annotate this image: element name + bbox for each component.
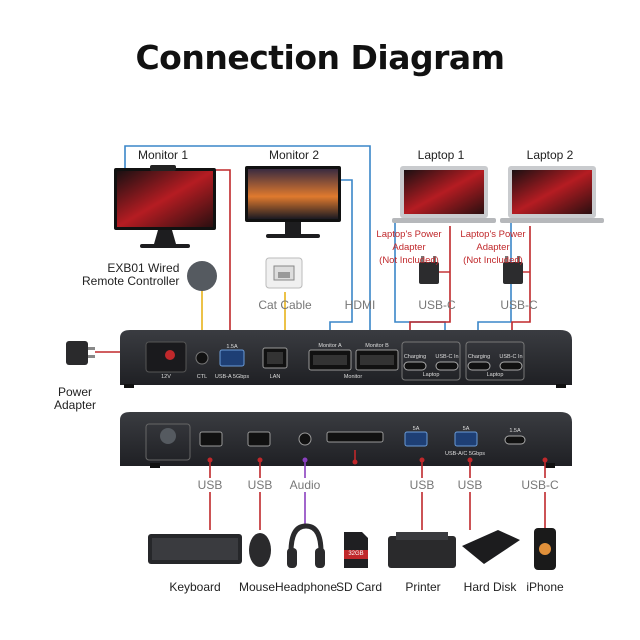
port-label-usb-ac: USB-A/C 5Gbps: [444, 451, 486, 457]
power-adapter-label: Power Adapter: [53, 385, 97, 412]
port-label-laptop-1: Laptop: [422, 372, 440, 378]
port-label-12v: 12V: [161, 374, 171, 380]
monitor1-image: [114, 165, 216, 248]
device-label-hard-disk: Hard Disk: [463, 580, 517, 594]
port-label-usbc-in-1: USB-C In: [435, 354, 459, 360]
usbc-cable-label-1: USB-C: [418, 298, 456, 312]
port-label-usba: USB-A 5Gbps: [214, 374, 250, 380]
keyboard-image: [148, 534, 242, 564]
bottom-cable-label-usb-3: USB: [407, 478, 437, 492]
sd-card-capacity: 32GB: [348, 551, 364, 557]
port-label-5a-2: 5A: [462, 426, 470, 432]
hard-disk-image: [462, 530, 520, 564]
laptop2-label: Laptop 2: [526, 148, 574, 162]
port-label-usbc-in-2: USB-C In: [499, 354, 523, 360]
device-label-printer: Printer: [405, 580, 441, 594]
cat-cable-icon: [265, 257, 303, 289]
remote-controller-image: [187, 261, 217, 291]
port-label-ctl: CTL: [196, 374, 208, 380]
laptop2-power-adapter-image: [503, 256, 530, 284]
headphone-image: [287, 523, 325, 568]
laptop2-power-note: Laptop's Power Adapter (Not Included): [460, 229, 526, 266]
laptop1-power-adapter-image: [419, 256, 450, 284]
hub-rear-panel: [120, 330, 572, 388]
port-label-1-5a: 1.5A: [509, 428, 521, 434]
port-label-charging-1: Charging: [403, 354, 427, 360]
port-label-charging-2: Charging: [467, 354, 491, 360]
bottom-cable-label-usb-1: USB: [195, 478, 225, 492]
cat-cable-label: Cat Cable: [258, 298, 312, 312]
mouse-image: [249, 533, 271, 567]
port-label-monitor-b: Monitor B: [365, 343, 389, 349]
monitor2-image: [245, 166, 341, 238]
laptop1-power-note: Laptop's Power Adapter (Not Included): [376, 229, 442, 266]
hub-front-panel: [120, 412, 572, 468]
iphone-image: [534, 528, 556, 570]
hdmi-cable-label: HDMI: [344, 298, 376, 312]
device-label-sd-card: SD Card: [335, 580, 383, 594]
laptop1-image: [392, 166, 496, 223]
diagram-title: Connection Diagram: [135, 38, 505, 77]
usbc-cable-label-2: USB-C: [500, 298, 538, 312]
device-label-mouse: Mouse: [238, 580, 276, 594]
monitor1-label: Monitor 1: [137, 148, 189, 162]
laptop2-image: [500, 166, 604, 223]
port-label-monitor: Monitor: [343, 374, 363, 380]
monitor1-usb-cable: [216, 169, 231, 340]
bottom-cable-label-audio: Audio: [287, 478, 323, 492]
bottom-cable-label-usb-2: USB: [245, 478, 275, 492]
sd-card-image: [344, 532, 368, 568]
port-label-laptop-2: Laptop: [486, 372, 504, 378]
device-label-keyboard: Keyboard: [169, 580, 221, 594]
port-label-lan: LAN: [269, 374, 281, 380]
monitor2-label: Monitor 2: [268, 148, 320, 162]
remote-controller-label: EXB01 Wired Remote Controller: [82, 261, 180, 288]
port-label-5a-1: 5A: [412, 426, 420, 432]
monitor1-hdmi-cable: [124, 145, 371, 340]
laptop1-label: Laptop 1: [417, 148, 465, 162]
port-label-monitor-a: Monitor A: [318, 343, 342, 349]
device-label-iphone: iPhone: [526, 580, 564, 594]
device-label-headphone: Headphone: [274, 580, 338, 594]
port-label-usba-current: 1.5A: [226, 344, 238, 350]
printer-image: [388, 532, 456, 568]
bottom-cable-label-usbc: USB-C: [519, 478, 561, 492]
bottom-cable-label-usb-4: USB: [455, 478, 485, 492]
power-adapter-image: [66, 341, 95, 365]
